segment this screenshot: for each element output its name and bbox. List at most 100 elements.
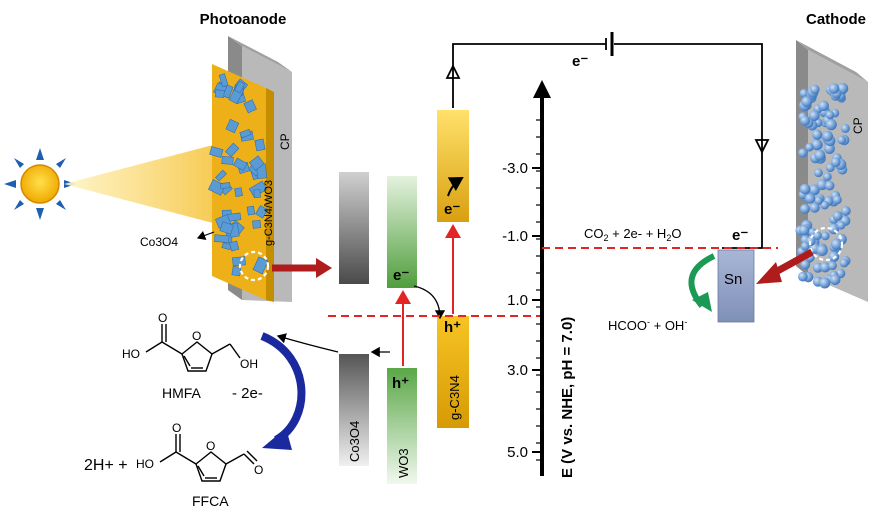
sn-nanoparticles bbox=[795, 82, 851, 289]
sn-sphere bbox=[808, 110, 820, 122]
wo3-conduction-band bbox=[387, 176, 417, 288]
sun-icon bbox=[4, 148, 76, 220]
energy-axis-title: E (V vs. NHE, pH = 7.0) bbox=[559, 317, 576, 478]
gc3n4-electron: e⁻ bbox=[444, 201, 460, 218]
sn-sphere bbox=[837, 135, 846, 145]
oxidation-blue-arrow bbox=[260, 332, 306, 444]
sn-sphere bbox=[799, 88, 809, 98]
co3o4-band-label: Co3O4 bbox=[347, 421, 362, 462]
wo3-flake bbox=[219, 221, 234, 235]
wo3-flake bbox=[221, 155, 234, 165]
sn-sphere bbox=[830, 238, 843, 250]
gc3n4-hole: h⁺ bbox=[444, 319, 461, 336]
cathode-electron-label: e⁻ bbox=[732, 227, 748, 244]
wo3-flake bbox=[225, 118, 240, 134]
sn-sphere bbox=[814, 196, 823, 205]
co3o4-conduction-band bbox=[339, 172, 369, 284]
wo3-hole: h⁺ bbox=[392, 375, 409, 392]
sn-sphere bbox=[801, 96, 813, 108]
cathode-particle-highlight bbox=[808, 226, 844, 262]
wo3-flake bbox=[243, 99, 257, 114]
energy-axis-arrowhead bbox=[533, 80, 551, 98]
wo3-flake bbox=[219, 182, 231, 190]
wo3-flake bbox=[215, 169, 227, 182]
ffca-ho: HO bbox=[136, 457, 154, 471]
sn-sphere bbox=[799, 203, 810, 214]
protons-label: 2H+ + bbox=[84, 457, 128, 474]
light-beam bbox=[64, 140, 232, 228]
wo3-flake bbox=[233, 157, 248, 171]
sn-sphere bbox=[818, 100, 829, 112]
external-circuit-wire bbox=[452, 43, 763, 249]
ffca-ring-o: O bbox=[206, 439, 215, 453]
ffca-aldehyde-o: O bbox=[254, 463, 263, 477]
wo3-flake bbox=[252, 256, 269, 275]
sn-sphere bbox=[840, 206, 851, 216]
wo3-flake bbox=[214, 89, 225, 98]
co3o4-valence-band bbox=[339, 354, 369, 466]
wo3-flake bbox=[248, 180, 268, 198]
sn-sphere bbox=[808, 184, 820, 196]
wo3-electron: e⁻ bbox=[393, 267, 409, 284]
sn-catalyst-block bbox=[717, 249, 755, 323]
battery-icon bbox=[605, 32, 614, 56]
sn-sphere bbox=[816, 244, 828, 257]
minus-2e-label: - 2e- bbox=[232, 385, 263, 402]
energy-axis-ticks: -3.0-1.01.03.05.0 bbox=[502, 119, 542, 461]
hmfa-label: HMFA bbox=[162, 385, 202, 401]
gc3n4-valence-band bbox=[437, 316, 469, 428]
axis-tick-label: 1.0 bbox=[507, 292, 528, 309]
axis-tick-label: 3.0 bbox=[507, 362, 528, 379]
sn-sphere bbox=[814, 168, 823, 178]
circuit-arrow-up bbox=[445, 63, 461, 79]
sn-sphere bbox=[816, 179, 828, 191]
sn-sphere bbox=[810, 84, 820, 95]
sn-sphere bbox=[823, 172, 832, 182]
co3o4-pointer-arrow bbox=[196, 230, 215, 240]
cathode-to-sn-arrow bbox=[756, 248, 814, 284]
wo3-flake bbox=[253, 189, 261, 198]
wo3-flake bbox=[209, 146, 224, 158]
sn-sphere bbox=[832, 211, 843, 221]
sn-sphere bbox=[840, 123, 850, 133]
sn-sphere bbox=[830, 157, 841, 168]
gc3n4-excitation-curl bbox=[447, 176, 464, 197]
co3o4-particle-highlight bbox=[238, 250, 270, 282]
axis-tick-label: 5.0 bbox=[507, 444, 528, 461]
wo3-flake bbox=[231, 265, 242, 277]
wo3-flake bbox=[239, 128, 252, 139]
sn-sphere bbox=[814, 149, 826, 161]
hmfa-o-carbonyl: O bbox=[158, 311, 167, 325]
sn-sphere bbox=[832, 195, 842, 205]
sn-sphere bbox=[824, 180, 835, 191]
gc3n4-conduction-band bbox=[437, 110, 469, 222]
reduction-green-arrowhead bbox=[692, 292, 712, 312]
sn-sphere bbox=[825, 110, 835, 120]
sn-sphere bbox=[811, 139, 823, 151]
wo3-flake bbox=[255, 205, 268, 219]
wo3-flake bbox=[234, 187, 243, 197]
film-label: g-C3N4/WO3 bbox=[263, 180, 275, 246]
wo3-flake bbox=[218, 73, 229, 88]
sn-sphere bbox=[805, 142, 814, 152]
axis-tick-label: -3.0 bbox=[502, 160, 528, 177]
hmfa-molecule bbox=[145, 324, 241, 372]
sn-sphere bbox=[812, 129, 823, 140]
wire-electron-label: e⁻ bbox=[572, 53, 588, 70]
sn-sphere bbox=[798, 148, 808, 158]
sn-sphere bbox=[825, 119, 837, 131]
wo3-flake bbox=[225, 142, 240, 158]
sn-sphere bbox=[819, 262, 831, 273]
wo3-flake bbox=[229, 240, 240, 252]
hmfa-ho: HO bbox=[122, 347, 140, 361]
wo3-band-label: WO3 bbox=[396, 448, 411, 478]
hole-transfer-to-hmfa bbox=[276, 333, 339, 353]
ffca-molecule bbox=[159, 434, 258, 482]
cp-label-right: CP bbox=[851, 117, 865, 134]
hmfa-oh: OH bbox=[240, 357, 258, 371]
wo3-flake bbox=[214, 234, 230, 243]
wo3-flake bbox=[248, 155, 265, 171]
oxidation-blue-arrowhead bbox=[262, 428, 292, 450]
sn-sphere bbox=[799, 183, 811, 195]
